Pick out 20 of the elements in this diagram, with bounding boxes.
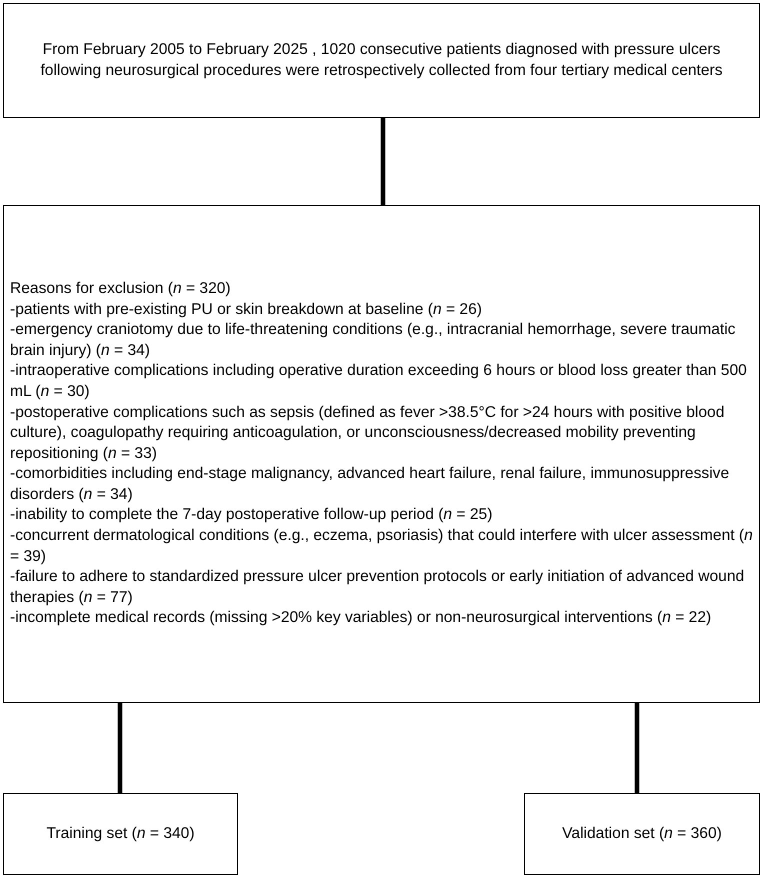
process-box: [3, 3, 760, 118]
box-text: From February 2005 to February 2025 , 1020 consecutive patients diagnosed with pressure ulcers following neurosurgical procedures were retrospectively collected from four tertiary medical centers: [39, 40, 724, 80]
connector-line: [634, 703, 640, 793]
box-text: -intraoperative complications including operative duration exceeding 6 hours or blood loss greater than 500 mL (n = 30): [10, 361, 748, 402]
box-text: -failure to adhere to standardized pressure ulcer prevention protocols or early initiation of advanced wound therapies (n = 77): [10, 567, 746, 608]
box-text: -incomplete medical records (missing >20% key variables) or non-neurosurgical interventions (n = 22): [10, 608, 712, 628]
box-text: -inability to complete the 7-day postoperative follow-up period (n = 25): [10, 505, 494, 526]
box-text: -concurrent dermatological conditions (e.g., eczema, psoriasis) that could interfere with ulcer assessment (n = 39): [10, 526, 753, 567]
box-text: -patients with pre-existing PU or skin breakdown at baseline (n = 26): [10, 300, 483, 320]
process-box: [3, 793, 238, 875]
connector-line: [380, 118, 386, 205]
connector-line: [118, 703, 122, 793]
box-text: -comorbidities including end-stage malignancy, advanced heart failure, renal failure, immunosuppressive disorders (n = 34): [10, 464, 730, 505]
box-text: Training set (n = 340): [45, 824, 196, 844]
process-box: [524, 793, 760, 875]
process-box: [3, 205, 760, 703]
box-text: Reasons for exclusion (n = 320): [10, 278, 232, 299]
box-text: Validation set (n = 360): [561, 824, 723, 844]
box-text: -emergency craniotomy due to life-threatening conditions (e.g., intracranial hemorrhage, severe traumatic brain injury) (n = 34): [10, 320, 736, 361]
box-text: -postoperative complications such as sepsis (defined as fever >38.5°C for >24 hours with positive blood culture), coagulopathy requiring anticoagulation, or unconsciousness/decreased mobility preventing repositioning (n = 33): [10, 402, 726, 464]
